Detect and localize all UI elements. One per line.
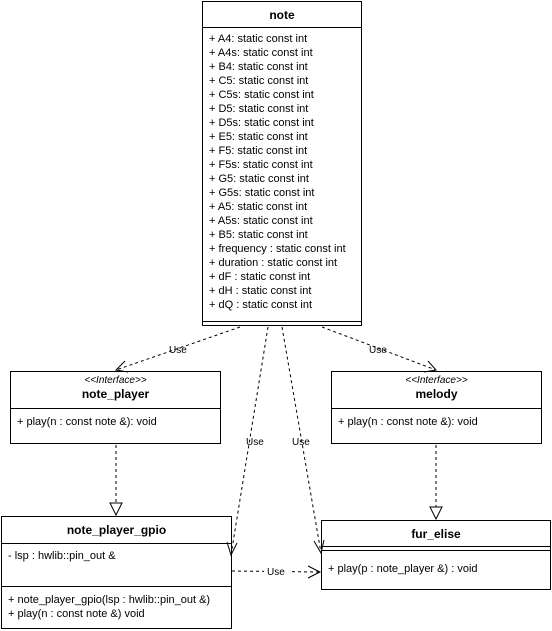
attr: + G5s: static const int — [209, 187, 315, 199]
interface-melody-name: melody — [415, 387, 458, 401]
interface-melody-methods: + play(n : const note &): void — [332, 409, 541, 429]
method: + play(n : const note &): void — [17, 416, 157, 428]
attr: + A5s: static const int — [209, 215, 313, 227]
use-label: Use — [267, 567, 285, 578]
class-fur-elise-attr-separator — [322, 550, 550, 551]
use-label-bg — [264, 565, 290, 577]
class-note-player-gpio-attributes: - lsp : hwlib::pin_out & — [2, 544, 231, 586]
attr: + D5s: static const int — [209, 117, 314, 129]
class-fur-elise-name: fur_elise — [411, 527, 461, 541]
attr: + C5s: static const int — [209, 89, 314, 101]
class-note[interactable]: note + A4: static const int + A4s: stati… — [202, 1, 362, 326]
class-note-player-gpio-method-separator — [2, 586, 231, 587]
attr: - lsp : hwlib::pin_out & — [8, 550, 116, 562]
attr: + C5: static const int — [209, 75, 309, 87]
stereotype-label: <<Interface>> — [405, 375, 468, 386]
attr: + F5: static const int — [209, 145, 308, 157]
interface-note-player-name: note_player — [81, 387, 150, 401]
use-label: Use — [292, 437, 310, 448]
use-melody-to-note — [321, 326, 437, 373]
use-note-player-to-note — [114, 326, 241, 373]
class-fur-elise-methods: + play(p : note_player &) : void — [322, 551, 550, 576]
class-fur-elise-header: fur_elise — [322, 521, 550, 547]
class-note-name: note — [269, 8, 295, 22]
interface-note-player-methods: + play(n : const note &): void — [11, 409, 220, 429]
class-fur-elise[interactable]: fur_elise + play(p : note_player &) : vo… — [321, 520, 551, 590]
class-note-method-separator — [203, 321, 361, 322]
class-note-player-gpio-methods: + note_player_gpio(lsp : hwlib::pin_out … — [2, 587, 231, 621]
attr: + A4s: static const int — [209, 47, 313, 59]
attr: + dH : static const int — [209, 285, 312, 297]
class-note-player-gpio[interactable]: note_player_gpio - lsp : hwlib::pin_out … — [1, 516, 232, 629]
class-note-player-gpio-header: note_player_gpio — [2, 517, 231, 544]
class-note-player-gpio-name: note_player_gpio — [66, 523, 167, 537]
attr: + frequency : static const int — [209, 243, 346, 255]
interface-melody-header: <<Interface>> melody — [332, 372, 541, 409]
use-label: Use — [169, 345, 187, 356]
interface-note-player[interactable]: <<Interface>> note_player + play(n : con… — [10, 371, 221, 444]
attr: + F5s: static const int — [209, 159, 313, 171]
interface-melody[interactable]: <<Interface>> melody + play(n : const no… — [331, 371, 542, 444]
method: + play(n : const note &) void — [8, 608, 145, 620]
class-note-header: note — [203, 2, 361, 28]
interface-note-player-header: <<Interface>> note_player — [11, 372, 220, 409]
use-gpio-to-note — [226, 326, 269, 557]
realization-fur-elise-to-melody — [429, 445, 443, 521]
attr: + duration : static const int — [209, 257, 338, 269]
attr: + dQ : static const int — [209, 299, 313, 311]
use-gpio-to-fur-elise — [231, 565, 322, 579]
realization-gpio-to-note-player — [109, 445, 123, 517]
attr: + E5: static const int — [209, 131, 308, 143]
use-label: Use — [246, 437, 264, 448]
method: + play(p : note_player &) : void — [328, 563, 478, 575]
use-label: Use — [369, 345, 387, 356]
stereotype-label: <<Interface>> — [84, 375, 147, 386]
attr: + A5: static const int — [209, 201, 308, 213]
method: + play(n : const note &): void — [338, 416, 478, 428]
attr: + A4: static const int — [209, 33, 308, 45]
use-fur-elise-to-note — [281, 326, 325, 555]
attr: + B5: static const int — [209, 229, 308, 241]
method: + note_player_gpio(lsp : hwlib::pin_out … — [8, 594, 211, 606]
attr: + D5: static const int — [209, 103, 309, 115]
class-note-attributes: + A4: static const int + A4s: static con… — [203, 28, 361, 312]
attr: + B4: static const int — [209, 61, 308, 73]
attr: + dF : static const int — [209, 271, 311, 283]
attr: + G5: static const int — [209, 173, 309, 185]
